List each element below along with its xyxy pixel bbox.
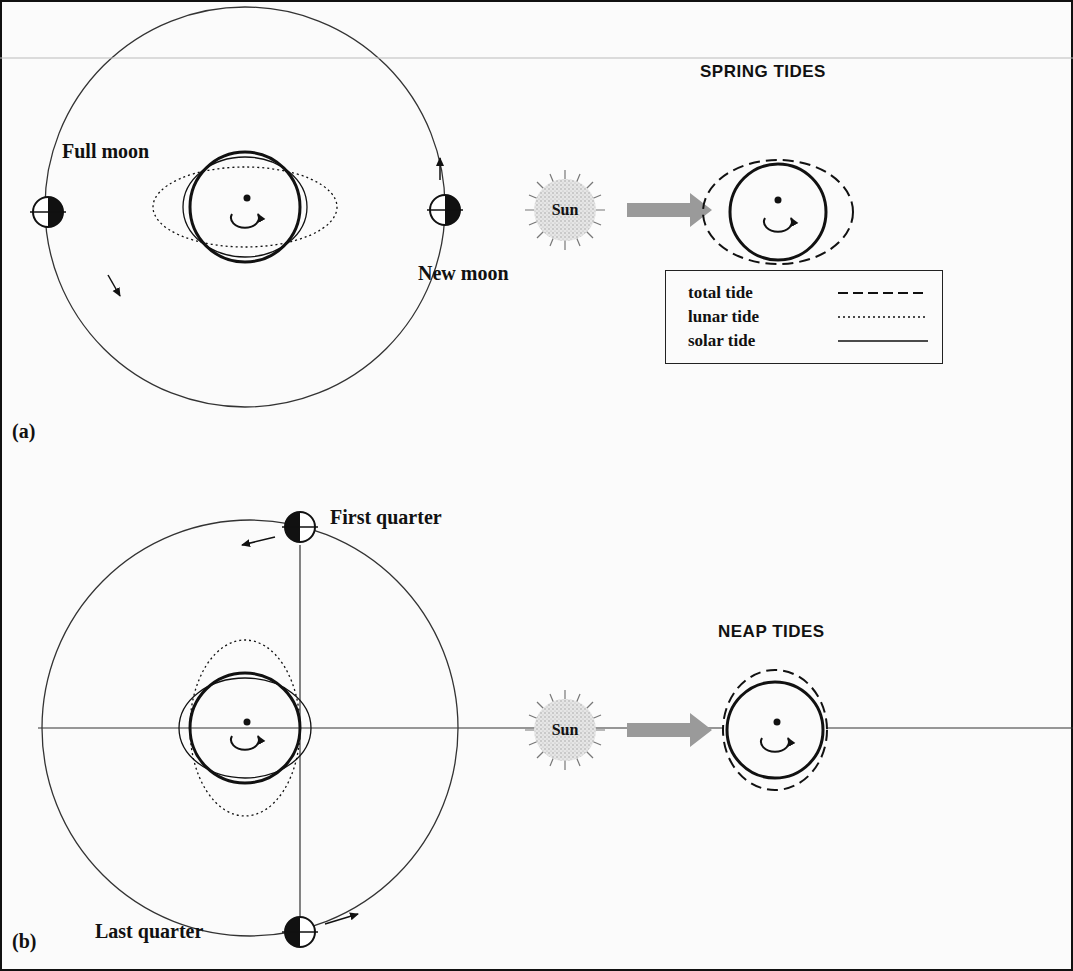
legend-text: solar tide xyxy=(688,331,838,351)
panel-letter: (a) xyxy=(12,420,35,443)
legend-sample xyxy=(838,312,928,322)
moon-phase-label: Full moon xyxy=(62,140,149,163)
legend-row: solar tide xyxy=(688,329,928,353)
moon-phase-label: First quarter xyxy=(330,506,442,529)
legend-sample xyxy=(838,288,928,298)
sun-circle: Sun xyxy=(537,182,593,238)
sun-label: Sun xyxy=(552,721,579,739)
moon-phase-label: New moon xyxy=(418,262,509,285)
panel-heading: SPRING TIDES xyxy=(700,62,826,82)
legend-row: total tide xyxy=(688,281,928,305)
sun-circle: Sun xyxy=(537,702,593,758)
panel-letter: (b) xyxy=(12,930,36,953)
legend-text: total tide xyxy=(688,283,838,303)
sun-label: Sun xyxy=(552,201,579,219)
legend-text: lunar tide xyxy=(688,307,838,327)
panel-heading: NEAP TIDES xyxy=(718,622,825,642)
legend-box: total tide lunar tide solar tide xyxy=(665,270,943,364)
moon-phase-label: Last quarter xyxy=(95,920,203,943)
legend-sample xyxy=(838,336,928,346)
legend-row: lunar tide xyxy=(688,305,928,329)
